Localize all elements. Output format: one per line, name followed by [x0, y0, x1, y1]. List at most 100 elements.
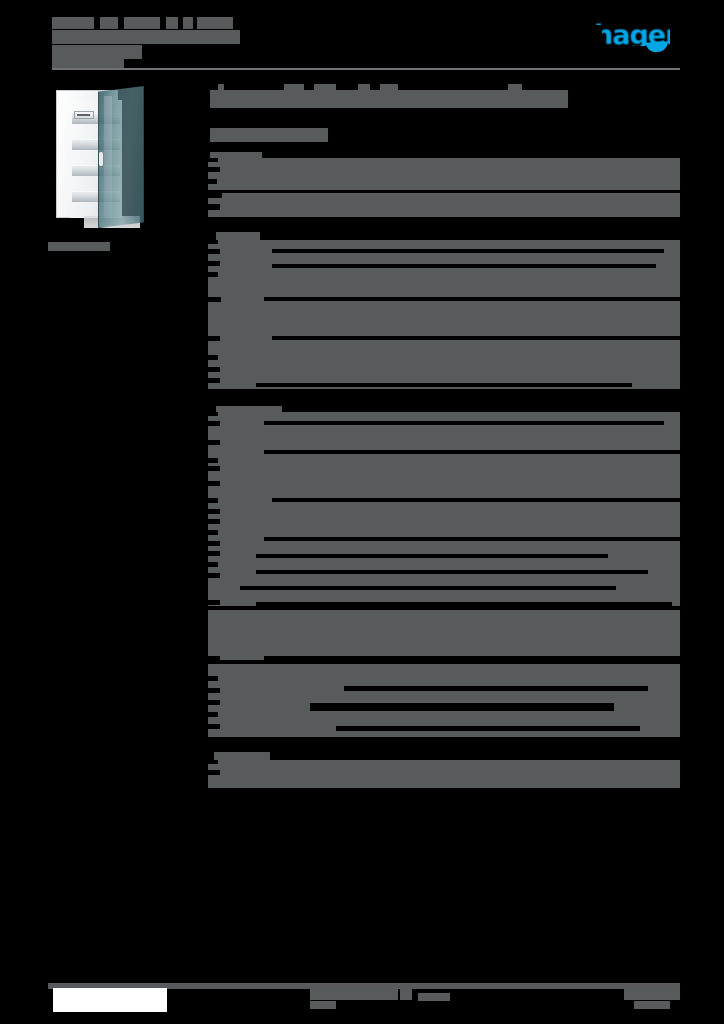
g3-sep-10	[344, 686, 648, 691]
group-1-row-gap	[288, 190, 680, 193]
g3-band-end	[208, 737, 680, 742]
header-title-word-2	[100, 17, 118, 29]
page-title	[210, 90, 568, 108]
g3-ko-a	[208, 412, 218, 416]
group-1-ko-2	[208, 167, 220, 172]
g3-sep-6	[256, 570, 648, 574]
g4-ko-a	[208, 760, 218, 764]
group-1-row-2-ko-2	[208, 204, 220, 210]
group-1-ko-3	[208, 179, 217, 184]
g3-sep-8	[256, 602, 672, 607]
g3-ko-k	[208, 541, 220, 546]
g3-sep-1	[264, 421, 664, 425]
g3-ko-q	[208, 676, 218, 681]
group-3-label	[216, 406, 282, 415]
footer-center-line-1	[310, 989, 398, 1000]
g3-ko-i	[208, 519, 220, 524]
group-1-label	[210, 152, 262, 160]
header-subtitle-line-1	[52, 30, 240, 44]
g3-sep-12	[336, 726, 640, 731]
doc-title-ascender-2	[284, 84, 304, 91]
g2-ko-h	[208, 367, 220, 372]
g3-sep-2	[264, 450, 680, 454]
g3-sep-5	[256, 554, 608, 558]
g3-sep-3	[272, 498, 680, 502]
g3-ko-j	[208, 530, 218, 535]
header-title-word-4	[166, 17, 178, 29]
hager-logo[interactable]: hager	[594, 22, 682, 53]
g2-sep-5	[256, 383, 632, 387]
g2-ko-d	[208, 272, 218, 277]
g2-sep-2	[272, 264, 656, 268]
din-rail-4	[72, 191, 120, 202]
header-subtitle-line-2	[52, 45, 142, 59]
g3-ko-c	[208, 440, 220, 445]
g3-ko-e	[208, 466, 220, 471]
header-title-word-6	[197, 17, 233, 29]
footer-center-line-2	[400, 989, 412, 1000]
g2-sep-4	[272, 336, 680, 340]
doc-title-ascender-5	[380, 84, 398, 91]
product-image	[48, 86, 152, 232]
g3-sep-9b	[208, 660, 680, 664]
g3-ko-u	[208, 724, 220, 729]
group-2-label	[216, 232, 260, 241]
footer-center-line-4	[418, 993, 450, 1001]
doc-title-ascender-6	[508, 84, 522, 91]
footer-divider	[48, 983, 680, 989]
header-title-word-1	[52, 17, 94, 29]
g3-ko-f	[208, 481, 220, 486]
enclosure-glass-door	[98, 86, 144, 228]
g3-sep-9	[264, 656, 680, 660]
page-header: hager	[0, 0, 724, 80]
g2-ko-b	[208, 249, 220, 254]
g3-ko-l	[208, 551, 220, 556]
g3-sep-8b	[208, 606, 680, 610]
g2-sep-3	[264, 297, 680, 301]
logo-mask-left	[594, 25, 602, 51]
footer-right-line-1	[624, 989, 680, 1000]
door-reflection	[104, 96, 112, 218]
g2-sep-1	[272, 249, 664, 253]
g2-ko-e	[208, 297, 221, 302]
group-1-row-2	[208, 193, 680, 217]
g2-band-end	[208, 389, 680, 394]
g3-ko-r	[208, 688, 220, 693]
doc-title-ascender-4	[358, 84, 370, 91]
g3-ko-p	[208, 656, 220, 661]
group-1-band	[208, 158, 680, 190]
group-4-band	[208, 760, 680, 788]
page-subtitle	[210, 128, 328, 142]
g2-ko-i	[208, 378, 220, 383]
header-divider	[52, 68, 680, 70]
header-subtitle-line-3	[52, 59, 124, 68]
group-1-ko-1	[208, 158, 218, 162]
g2-ko-g	[208, 355, 218, 360]
group-1-row-2-ko-1	[208, 193, 222, 198]
g3-ko-n	[208, 573, 220, 578]
g3-sep-7	[240, 586, 616, 590]
g3-ko-d	[208, 458, 218, 463]
g4-ko-b	[208, 770, 220, 775]
g3-ko-b	[208, 421, 220, 426]
logo-mask-bottom	[594, 46, 646, 52]
doc-title-ascender-3	[314, 84, 336, 91]
g3-sep-11	[310, 703, 614, 711]
din-rail-1	[72, 113, 120, 124]
footer-center-line-3	[310, 1001, 336, 1009]
footer-url-box[interactable]: hager.com/ba	[53, 988, 167, 1012]
g3-sep-4	[264, 537, 680, 541]
door-handle	[99, 152, 103, 166]
g3-ko-h	[208, 509, 220, 514]
doc-title-ascender-1	[218, 84, 224, 91]
g2-ko-f	[208, 336, 220, 341]
circuit-breaker-slot	[77, 114, 90, 116]
din-rail-2	[72, 139, 120, 150]
g3-ko-g	[208, 498, 218, 503]
g3-ko-o	[208, 600, 220, 605]
g3-ko-t	[208, 712, 218, 717]
g3-ko-s	[208, 700, 220, 705]
